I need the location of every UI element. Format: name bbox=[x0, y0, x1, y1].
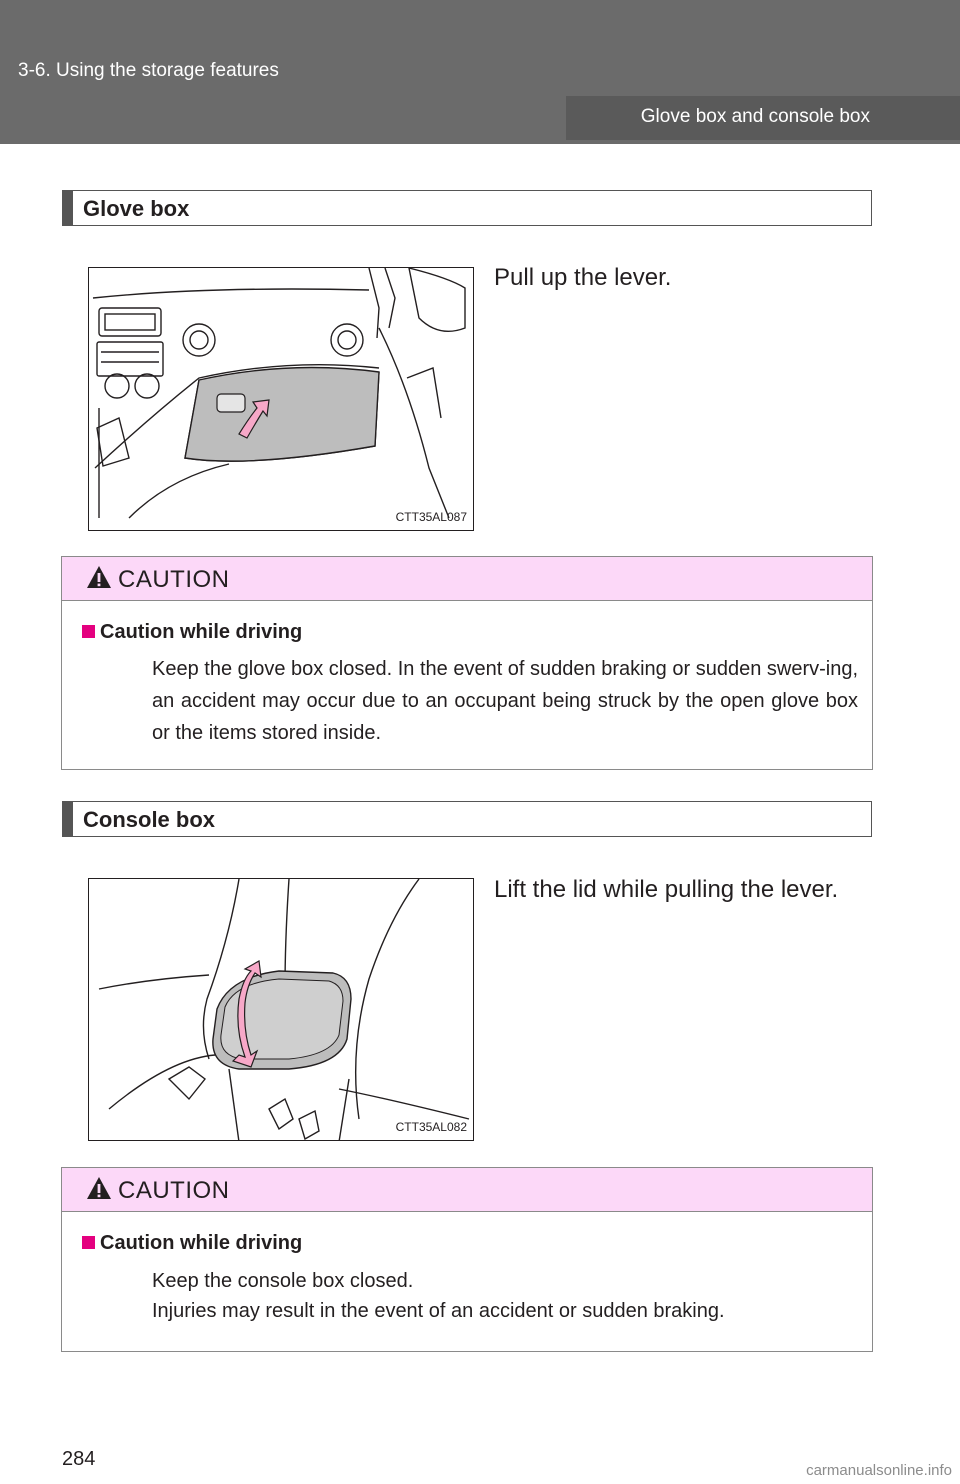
caution-header: CAUTION bbox=[62, 1168, 872, 1212]
caution-subheading: Caution while driving bbox=[82, 1232, 302, 1255]
console-box-caution: CAUTION Caution while driving Keep the c… bbox=[61, 1167, 873, 1352]
heading-bar bbox=[63, 191, 73, 225]
caution-header: CAUTION bbox=[62, 557, 872, 601]
warning-icon bbox=[87, 1177, 111, 1199]
console-box-title: Console box bbox=[83, 807, 216, 832]
caution-line-2: Injuries may result in the event of an a… bbox=[152, 1300, 725, 1322]
section-tab-label: Glove box and console box bbox=[640, 106, 870, 127]
caution-label: CAUTION bbox=[118, 1177, 230, 1204]
bullet-square-icon bbox=[82, 625, 95, 638]
console-box-drawing bbox=[98, 879, 470, 1140]
caution-subheading-text: Caution while driving bbox=[100, 1232, 303, 1254]
glove-box-heading: Glove box bbox=[62, 190, 872, 226]
caution-subheading: Caution while driving bbox=[82, 621, 302, 644]
bullet-square-icon bbox=[82, 1236, 95, 1249]
caution-label: CAUTION bbox=[118, 566, 230, 593]
caution-body: Keep the glove box closed. In the event … bbox=[152, 658, 859, 744]
watermark: carmanualsonline.info bbox=[806, 1462, 952, 1479]
glove-box-title: Glove box bbox=[83, 196, 190, 221]
glove-box-drawing bbox=[92, 268, 466, 519]
figure-code: CTT35AL087 bbox=[395, 510, 467, 524]
chapter-label: 3-6. Using the storage features bbox=[18, 60, 279, 81]
console-box-instruction: Lift the lid while pulling the lever. bbox=[494, 876, 839, 903]
figure-code: CTT35AL082 bbox=[395, 1120, 467, 1134]
section-tab: Glove box and console box bbox=[566, 96, 960, 140]
warning-icon bbox=[87, 566, 111, 588]
console-box-illustration: CTT35AL082 bbox=[88, 878, 474, 1141]
page-number: 284 bbox=[62, 1448, 96, 1470]
caution-subheading-text: Caution while driving bbox=[100, 621, 303, 643]
page-header: 3-6. Using the storage features Glove bo… bbox=[0, 0, 960, 144]
caution-line-1: Keep the console box closed. bbox=[152, 1270, 414, 1292]
glove-box-caution: CAUTION Caution while driving Keep the g… bbox=[61, 556, 873, 770]
heading-bar bbox=[63, 802, 73, 836]
glove-box-illustration: CTT35AL087 bbox=[88, 267, 474, 531]
glove-box-instruction: Pull up the lever. bbox=[494, 264, 672, 291]
console-box-heading: Console box bbox=[62, 801, 872, 837]
